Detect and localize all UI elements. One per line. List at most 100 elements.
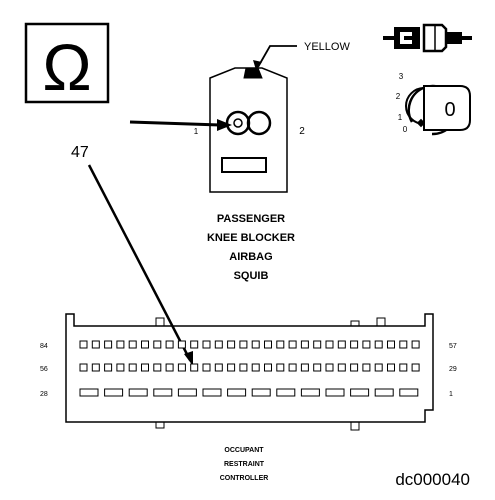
row3-left-label: 28 (40, 391, 48, 398)
controller-pin-cavity (251, 388, 271, 397)
controller-pin-cavity (251, 363, 260, 372)
wire-color-callout: YELLOW (253, 41, 350, 70)
controller-pin-cavity (300, 363, 309, 372)
ohm-icon: Ω (42, 30, 91, 104)
wire-color-label: YELLOW (304, 41, 350, 53)
connector-name-line-4: SQUIB (234, 270, 269, 282)
controller-pin-cavity (91, 363, 100, 372)
controller-name-line-2: RESTRAINT (224, 461, 265, 468)
controller-pin-cavity (362, 363, 371, 372)
controller-pin-cavity (202, 388, 222, 397)
controller-pin-cavity (91, 340, 100, 349)
controller-pin-cavity (177, 363, 186, 372)
controller-pin-cavity (227, 388, 247, 397)
controller-pin-cavity (374, 388, 394, 397)
controller-pin-cavity (264, 340, 272, 349)
controller-pin-cavity (337, 340, 346, 349)
row2-left-label: 56 (40, 366, 48, 373)
controller-name: OCCUPANT RESTRAINT CONTROLLER (220, 447, 269, 482)
controller-pin-cavity (79, 340, 88, 349)
controller-pin-cavity (128, 340, 137, 349)
controller-pin-cavity (337, 363, 346, 372)
pin-callout-number: 47 (71, 144, 89, 161)
controller-pin-cavity (177, 340, 186, 349)
controller-pin-cavity (165, 363, 174, 372)
controller-pin-cavity (387, 340, 395, 349)
controller-pin-cavity (387, 363, 395, 372)
controller-pin-cavity (362, 340, 371, 349)
controller-name-line-3: CONTROLLER (220, 475, 269, 482)
controller-pin-cavity (214, 363, 223, 372)
key-label: 0 (444, 99, 455, 121)
controller-pin-cavity (214, 340, 223, 349)
controller-pin-cavity (288, 363, 297, 372)
controller-pin-cavity (227, 340, 236, 349)
controller-pin-cavity (276, 340, 285, 349)
controller-pin-cavity (153, 340, 162, 349)
controller-pin-cavity (251, 340, 260, 349)
controller-pin-cavity (202, 363, 211, 372)
disconnect-icon (383, 23, 472, 53)
controller-pin-cavity (104, 340, 113, 349)
controller-pin-cavity (350, 340, 359, 349)
controller-pin-cavity (153, 363, 162, 372)
controller-pin-cavity (79, 388, 99, 397)
controller-pin-cavity (141, 340, 149, 349)
controller-pin-cavity (411, 363, 420, 372)
connector-cavity-2 (246, 110, 272, 136)
meter-probe-lead (129, 119, 232, 131)
controller-pin-cavity (374, 340, 383, 349)
controller-pin-cavity (350, 388, 370, 397)
controller-pin-cavity (128, 363, 137, 372)
key-position-3: 3 (399, 72, 404, 81)
controller-pin-cavity (165, 340, 174, 349)
controller-pin-cavity (239, 340, 248, 349)
controller-pin-cavity (350, 363, 359, 372)
key-position-2: 2 (396, 92, 401, 101)
pin-callout: 47 (71, 144, 193, 366)
controller-pin-cavity (141, 363, 149, 372)
controller-pin-cavity (313, 363, 322, 372)
figure-id: dc000040 (395, 470, 470, 489)
ohm-symbol-box: Ω (24, 22, 110, 104)
controller-pin-cavity (325, 388, 345, 397)
controller-pin-cavity (411, 340, 420, 349)
controller-pin-cavity (325, 340, 334, 349)
controller-pin-cavity (300, 388, 320, 397)
row2-right-label: 29 (449, 366, 457, 373)
controller-pin-cavity (399, 363, 408, 372)
controller-pin-cavity (104, 363, 113, 372)
controller-pin-cavity (276, 363, 285, 372)
controller-pin-cavity (313, 340, 322, 349)
controller-pin-cavity (116, 363, 125, 372)
controller-pin-cavity (202, 340, 211, 349)
connector-name-line-3: AIRBAG (229, 251, 272, 263)
controller-pin-cavity (190, 340, 199, 349)
controller-pin-cavity (399, 340, 408, 349)
controller-pin-cavity (264, 363, 272, 372)
key-position-0: 0 (403, 125, 408, 134)
row3-right-label: 1 (449, 391, 453, 398)
connector-lock-tab (221, 157, 267, 173)
controller-pin-cavity (104, 388, 124, 397)
controller-pin-cavity (177, 388, 197, 397)
controller-pin-cavity (128, 388, 148, 397)
controller-pin-cavity (300, 340, 309, 349)
controller-connector: 84 57 56 29 28 1 (40, 313, 457, 431)
controller-pin-cavity (276, 388, 296, 397)
controller-pin-cavity (288, 340, 297, 349)
squib-connector-name: PASSENGER KNEE BLOCKER AIRBAG SQUIB (207, 213, 295, 282)
controller-pin-cavity (399, 388, 419, 397)
squib-connector: 1 2 (194, 67, 305, 193)
connector-cavity-1 (225, 110, 251, 136)
controller-pin-cavity (239, 363, 248, 372)
row1-right-label: 57 (449, 343, 457, 350)
controller-name-line-1: OCCUPANT (224, 447, 264, 454)
ignition-key-icon: 0 3 2 1 0 (396, 72, 471, 136)
controller-pin-cavity (190, 363, 199, 372)
pin-label-1: 1 (194, 127, 199, 136)
controller-pin-cavity (153, 388, 173, 397)
controller-pin-cavity (116, 340, 125, 349)
